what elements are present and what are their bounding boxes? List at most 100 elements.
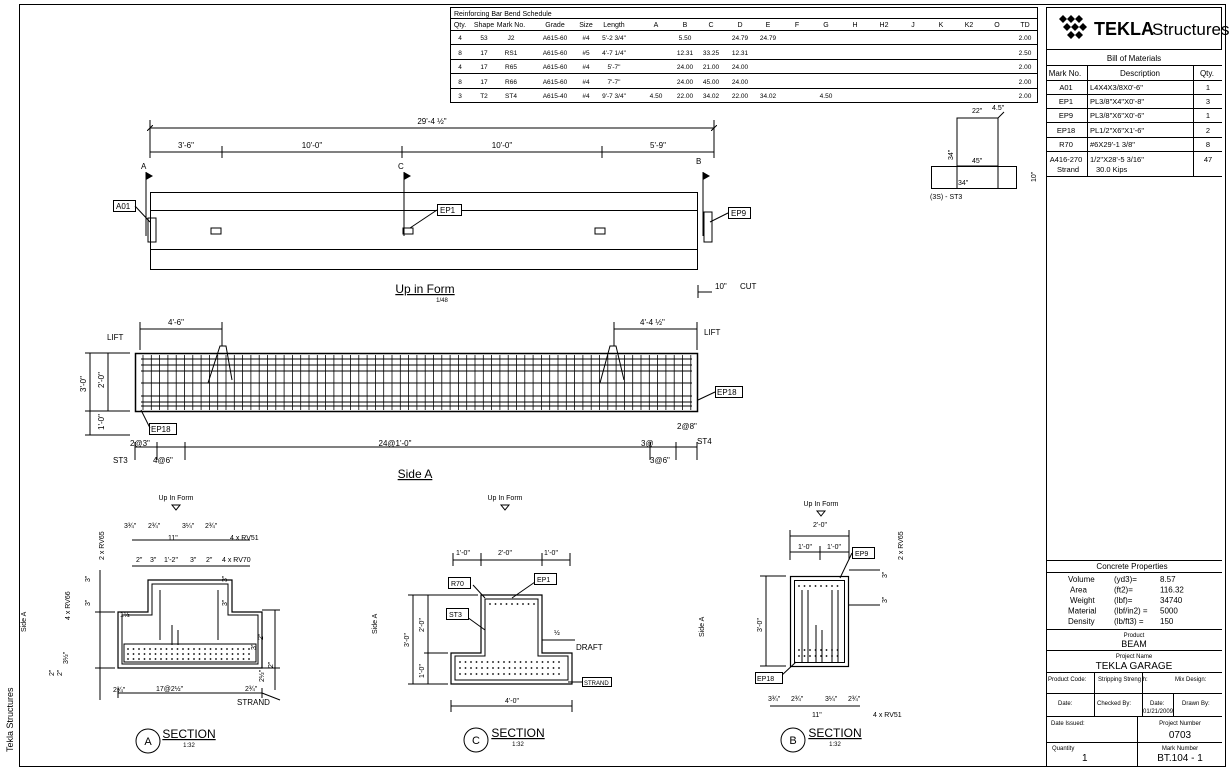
bend-cell: 17 (480, 64, 488, 71)
bend-cell: A615-60 (543, 79, 568, 86)
sec-a-mid-dim-4: 3" (190, 557, 197, 564)
bend-cell: #5 (582, 50, 590, 57)
total-length-dim: 29'-4 ½" (417, 117, 446, 126)
height-top-dim: 2'-0" (97, 372, 106, 388)
sec-c-left-dim-1: 3'-0" (404, 633, 411, 647)
concrete-value: 116.32 (1160, 586, 1184, 595)
bend-cell: 2.00 (1019, 93, 1032, 100)
sec-a-bottom-dim-3: 2¾" (245, 686, 258, 693)
project-name-label: Project Name (1116, 654, 1153, 660)
sec-c-scale: 1:32 (512, 742, 524, 748)
bend-cell: 4 (458, 35, 462, 42)
bom-mark: EP1 (1059, 97, 1073, 106)
sec-b-top-dim: 2'-0" (813, 522, 827, 529)
bend-cell: 24.79 (760, 35, 777, 42)
tekla-logo: TEKLA Structures (1046, 7, 1229, 50)
stirrup-dim-top: 22" (972, 108, 983, 115)
segment-dim-1: 3'-6" (178, 141, 194, 150)
bom-desc: 1/2"X28'-5 3/16" (1090, 155, 1144, 164)
sec-c-top-dim-1: 1'-0" (456, 550, 470, 557)
sec-a-bubble (135, 728, 161, 754)
logo-text-light: Structures (1152, 20, 1229, 39)
st-left: ST3 (113, 456, 128, 465)
bend-cell: ST4 (505, 93, 517, 100)
sec-a-top-dim-3: 3¼" (182, 523, 195, 530)
bend-header-cell: J (911, 22, 915, 29)
sec-c-draft: DRAFT (576, 643, 603, 652)
bend-cell: 22.00 (677, 93, 694, 100)
cut-label: CUT (740, 282, 757, 291)
bend-cell: A615-60 (543, 50, 568, 57)
bom-mark: A01 (1059, 83, 1072, 92)
bom-desc: #6X29'-1 3/8" (1090, 140, 1135, 149)
side-a-view: LIFT LIFT 4'-6" 4'-4 ½" 2'-0" 3'-0" 1'-0… (79, 318, 743, 481)
concrete-unit: (yd3)= (1114, 575, 1137, 584)
bend-cell: 12.31 (677, 50, 694, 57)
bend-header-cell: G (823, 22, 828, 29)
sec-b-up-in-form: Up In Form (803, 501, 838, 508)
side-a-title: Side A (398, 467, 433, 481)
sec-a-left-small-5: 2" (49, 669, 56, 676)
project-name-value: TEKLA GARAGE (1096, 661, 1173, 672)
concrete-value: 150 (1160, 617, 1174, 626)
bend-cell: 33.25 (703, 50, 720, 57)
stirrup-left-2: 4@6" (153, 456, 173, 465)
up-in-form-view: 29'-4 ½" 3'-6" 10'-0" 10'-0" 5'-9" A C B… (113, 117, 757, 304)
bom-header-qty: Qty. (1200, 69, 1214, 78)
mark-number-value: BT.104 - 1 (1157, 753, 1203, 764)
date2-value: 01/21/2009 (1143, 709, 1174, 715)
sec-a-top-dim-2: 2¾" (148, 523, 161, 530)
bom-mark: R70 (1059, 140, 1073, 149)
bom-desc2: 30.0 Kips (1096, 165, 1128, 174)
bend-cell: 4'-7 1/4" (602, 50, 626, 57)
callout-ep9: EP9 (731, 209, 747, 218)
checked-by-label: Checked By: (1097, 701, 1131, 707)
bend-cell: 5'-7" (608, 64, 622, 71)
sec-a-top-dim-4: 2¾" (205, 523, 218, 530)
bend-header-cell: F (795, 22, 799, 29)
concrete-rows: Volume(yd3)=8.57Area(ft2)=116.32Weight(l… (1068, 575, 1184, 626)
bend-cell: 53 (480, 35, 488, 42)
bend-cell: RS1 (505, 50, 518, 57)
concrete-label: Material (1068, 607, 1097, 616)
sec-a-left-small-4: 3½" (62, 651, 70, 664)
bend-cell: 24.00 (677, 64, 694, 71)
bend-cell: 8 (458, 50, 462, 57)
bom-header-mark: Mark No. (1049, 69, 1081, 78)
product-value: BEAM (1121, 639, 1147, 649)
sec-a-right-small-2: 3" (222, 599, 229, 606)
bom-desc: L4X4X3/8X0'-6" (1090, 83, 1143, 92)
bend-header-cell: E (766, 22, 771, 29)
stirrup-dim-bottom: 34" (958, 180, 969, 187)
sec-a-left-small-2: 3" (85, 599, 92, 606)
concrete-title: Concrete Properties (1096, 562, 1167, 571)
drawn-by-label: Drawn By: (1182, 701, 1210, 707)
up-in-form-title: Up in Form (395, 282, 454, 296)
bend-header-cell: Mark No. (497, 22, 525, 29)
sec-a-rebar-top: 4 x RV51 (230, 535, 259, 542)
bend-header-cell: Length (603, 22, 625, 29)
bend-cell: T2 (480, 93, 488, 100)
bend-cell: 34.02 (760, 93, 777, 100)
sec-a-top-dim-1: 3¾" (124, 523, 137, 530)
sec-a-title: SECTION (162, 727, 215, 741)
stirrup-dim-right: 10" (1031, 171, 1038, 182)
bill-of-materials: Bill of Materials Mark No. Description Q… (1046, 54, 1222, 177)
sec-b-bottom-dim-4: 2¾" (848, 696, 861, 703)
logo-text-bold: TEKLA (1094, 19, 1154, 39)
bom-desc: PL3/8"X4"X0'-8" (1090, 97, 1144, 106)
concrete-label: Area (1070, 586, 1087, 595)
bom-qty: 1 (1206, 83, 1210, 92)
stirrup-left-1: 2@3" (130, 439, 150, 448)
bend-cell: 2.00 (1019, 64, 1032, 71)
sec-b-bottom-dim-3: 3¼" (825, 696, 838, 703)
up-in-form-scale: 1/48 (436, 298, 448, 304)
sec-c-draft-dim: ½ (554, 629, 560, 637)
bend-cell: 5'-2 3/4" (602, 35, 626, 42)
tekla-logo-icon (1059, 15, 1087, 39)
bend-header-cell: B (683, 22, 688, 29)
bend-cell: 3 (458, 93, 462, 100)
